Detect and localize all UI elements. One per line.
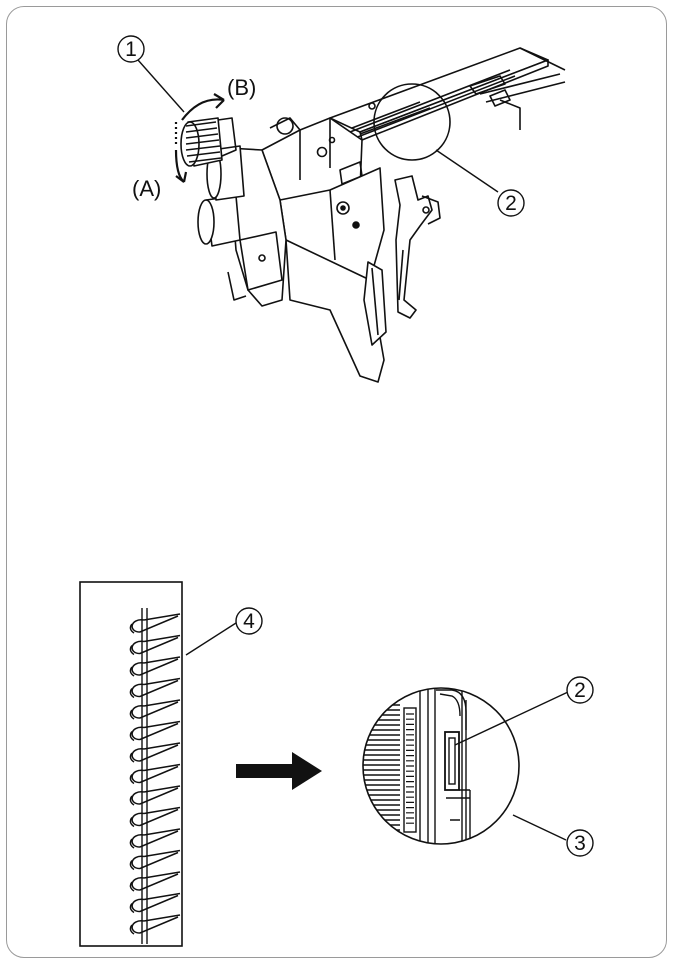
rotation-arrows xyxy=(174,93,225,183)
diagram-frame xyxy=(6,6,667,958)
leader-line-2-top xyxy=(435,149,499,193)
right-arrow-icon xyxy=(236,752,322,790)
stitch-sample xyxy=(79,581,183,947)
adjustment-knob-icon xyxy=(180,117,301,167)
callout-2-zoom: 2 xyxy=(566,676,594,704)
leader-line-1 xyxy=(137,59,185,113)
leader-line-3 xyxy=(512,814,567,841)
leader-line-2-zoom xyxy=(454,691,569,746)
svg-text:2: 2 xyxy=(505,192,517,215)
leader-line-4 xyxy=(185,622,237,656)
svg-text:4: 4 xyxy=(243,610,255,633)
svg-text:3: 3 xyxy=(574,832,586,855)
magnifier-circle-top xyxy=(373,83,451,161)
svg-text:1: 1 xyxy=(125,38,137,61)
callout-2-top: 2 xyxy=(497,189,525,217)
direction-label-b: (B) xyxy=(227,75,256,100)
svg-text:2: 2 xyxy=(574,679,586,702)
direction-label-a: (A) xyxy=(132,176,161,201)
callout-1: 1 xyxy=(117,35,145,63)
callout-3: 3 xyxy=(566,829,594,857)
machine-illustration xyxy=(180,47,566,383)
zoom-detail xyxy=(362,687,520,845)
callout-4: 4 xyxy=(235,607,263,635)
